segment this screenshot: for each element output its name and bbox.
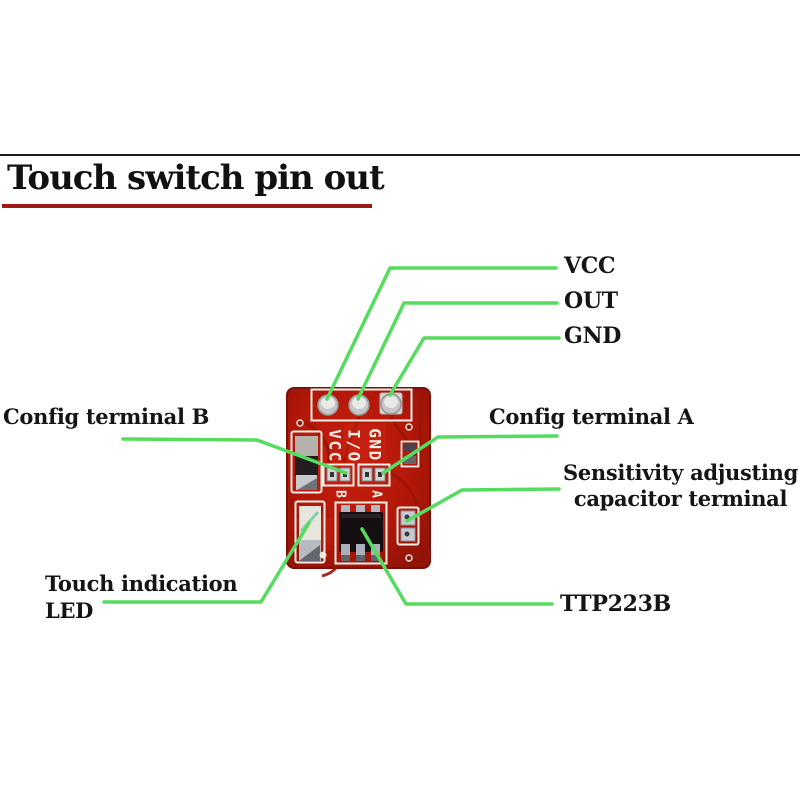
config-a-pad-group [357,463,391,487]
gnd-pin-label: GND [564,323,622,349]
pcb-silkscreen-text-group: VCC I/O GND B A [326,428,385,498]
vcc-pin-label: VCC [564,253,616,279]
page-title: Touch switch pin out [7,158,385,198]
pcb-vias [296,419,413,562]
touch-indication-led-label: Touch indication LED [45,570,238,624]
gnd-pin-hole [380,393,402,415]
vcc-callout-line [325,266,558,401]
vcc-pin-hole [317,394,339,416]
sensitivity-capacitor-label: Sensitivity adjusting capacitor terminal [563,460,798,512]
sensitivity-label-line2: capacitor terminal [573,486,788,511]
sensitivity-capacitor-pads [396,506,420,546]
pcb-copper-pour [344,424,386,458]
config-b-callout-line [121,437,348,475]
config-terminal-a-label: Config terminal A [489,404,694,429]
out-callout-line [356,301,559,401]
title-underline [2,204,372,208]
led-callout-line [102,521,311,604]
gnd-callout-line [388,336,561,397]
silkscreen-a-text: A [369,490,384,498]
out-pin-hole [348,394,370,416]
led-label-line2: LED [45,598,94,623]
header-divider-line [0,154,800,156]
right-small-component [400,440,420,468]
annotation-lines [102,266,561,606]
sensitivity-label-line1: Sensitivity adjusting [563,460,798,485]
silkscreen-io-text: I/O [345,429,364,462]
chip-callout-line [360,527,554,606]
led-label-line1: Touch indication [45,571,238,596]
ttp223b-chip-label: TTP223B [560,591,671,617]
silkscreen-vcc-text: VCC [326,429,345,462]
config-terminal-b-label: Config terminal B [3,404,210,429]
config-a-callout-line [381,434,559,475]
sensitivity-callout-line [405,487,561,523]
pcb-board: VCC I/O GND B A [286,387,431,578]
out-pin-label: OUT [564,288,618,314]
silkscreen-b-text: B [333,490,348,498]
silkscreen-gnd-text: GND [366,428,385,461]
config-b-pad-group [322,463,355,487]
